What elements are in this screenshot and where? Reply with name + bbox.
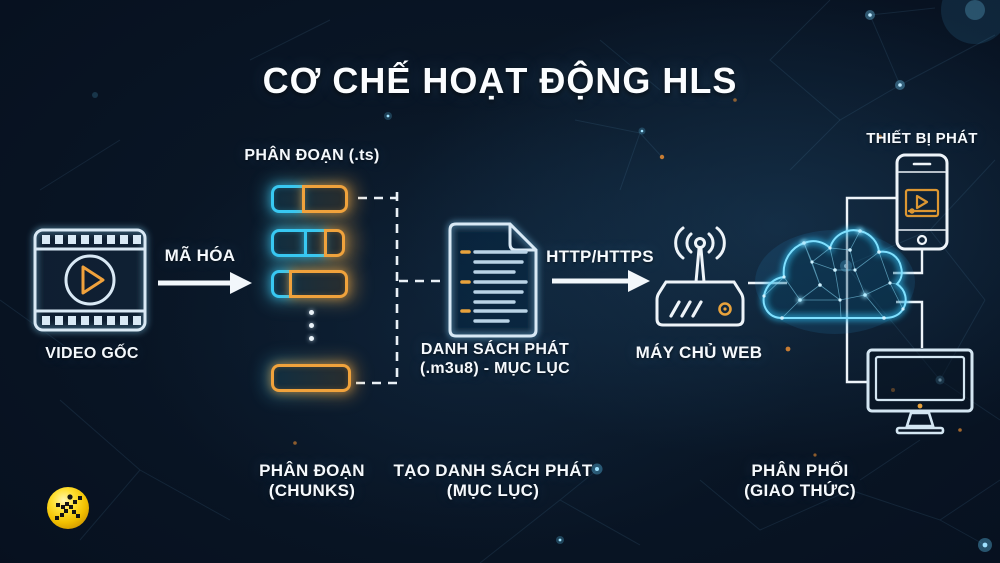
caption-playlist-line1: TẠO DANH SÁCH PHÁT xyxy=(393,461,593,480)
chunk-segment xyxy=(271,229,307,257)
caption-chunks-line1: PHÂN ĐOẠN xyxy=(259,461,365,480)
chunk-segment xyxy=(288,270,348,298)
playback-devices-label: THIẾT BỊ PHÁT xyxy=(866,130,978,147)
chunk-stack xyxy=(271,185,351,395)
caption-distribution-line1: PHÂN PHỐI xyxy=(751,461,849,480)
channel-logo xyxy=(47,487,89,529)
desktop-monitor-icon xyxy=(866,348,974,435)
http-label: HTTP/HTTPS xyxy=(546,247,654,266)
smartphone-icon xyxy=(895,153,949,251)
network-cloud-icon xyxy=(755,227,915,334)
film-play-icon xyxy=(31,226,149,334)
chunk-segment xyxy=(271,364,351,392)
chunk-segment xyxy=(301,185,348,213)
chunk-row xyxy=(271,229,351,257)
chunks-playlist-dashed-connector xyxy=(356,192,442,385)
caption-playlist: TẠO DANH SÁCH PHÁT (MỤC LỤC) xyxy=(393,461,592,501)
encode-arrow-icon xyxy=(158,272,252,294)
segments-title-label: PHÂN ĐOẠN (.ts) xyxy=(244,147,380,164)
page-title: CƠ CHẾ HOẠT ĐỘNG HLS xyxy=(262,60,738,102)
caption-chunks: PHÂN ĐOẠN (CHUNKS) xyxy=(259,461,365,501)
caption-distribution: PHÂN PHỐI (GIAO THỨC) xyxy=(744,461,856,501)
chunk-row xyxy=(271,364,351,392)
chunk-segment xyxy=(324,229,345,257)
web-server-label: MÁY CHỦ WEB xyxy=(635,343,763,362)
http-arrow-icon xyxy=(552,270,650,292)
caption-chunks-line2: (CHUNKS) xyxy=(268,481,356,501)
chunk-ellipsis-dots xyxy=(271,310,351,341)
source-video-label: VIDEO GỐC xyxy=(45,345,139,362)
chunk-row xyxy=(271,185,351,213)
encode-label: MÃ HÓA xyxy=(164,246,236,265)
web-server-router-icon xyxy=(655,226,745,327)
playlist-document-icon xyxy=(446,220,540,340)
playlist-label-line2: (.m3u8) - MỤC LỤC xyxy=(420,359,570,377)
chunk-row xyxy=(271,270,351,298)
caption-playlist-line2: (MỤC LỤC) xyxy=(446,481,540,501)
playlist-label: DANH SÁCH PHÁT (.m3u8) - MỤC LỤC xyxy=(420,341,570,379)
chunk-segment xyxy=(271,185,305,213)
caption-distribution-line2: (GIAO THỨC) xyxy=(744,481,856,501)
playlist-label-line1: DANH SÁCH PHÁT xyxy=(420,341,570,358)
